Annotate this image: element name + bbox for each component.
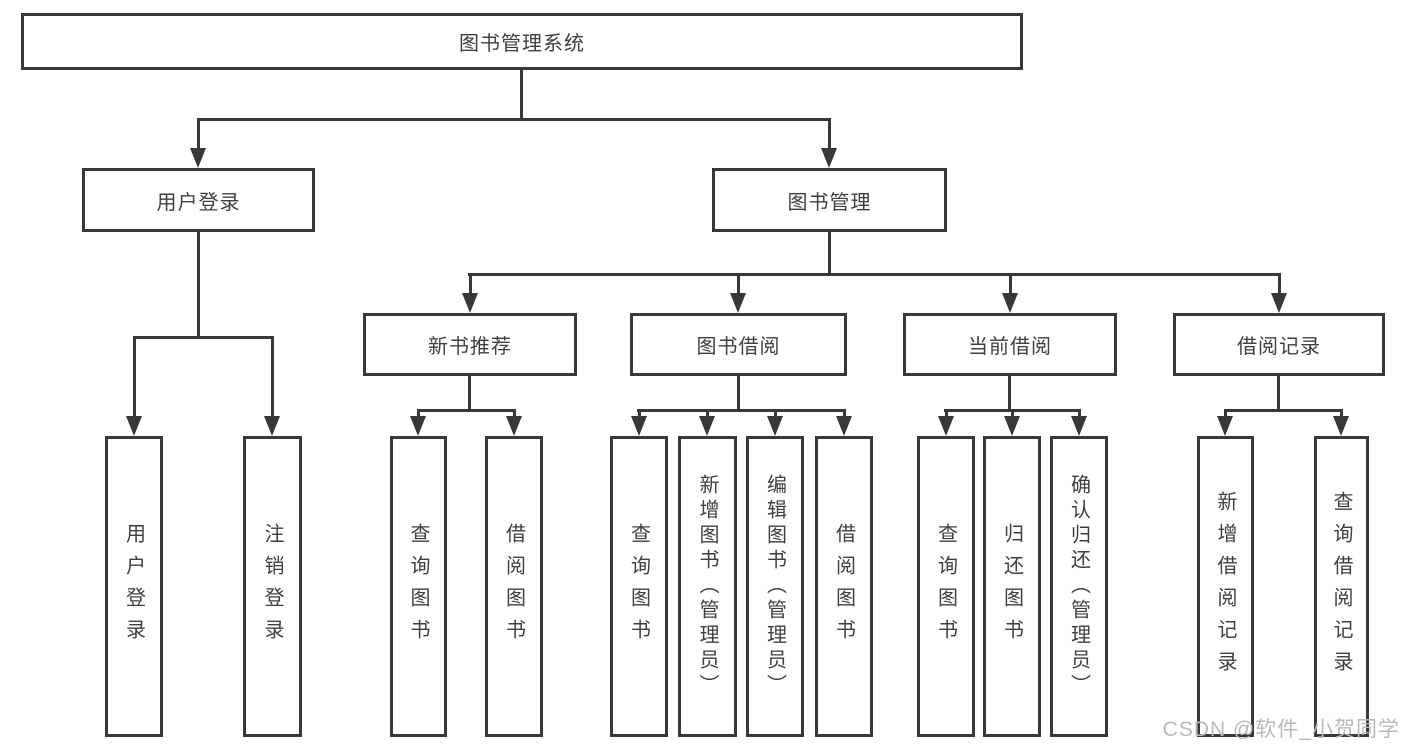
node-new-book-recommend: 新书推荐 bbox=[363, 313, 577, 376]
node-library-system: 图书管理系统 bbox=[21, 13, 1023, 70]
node-current-borrowing: 当前借阅 bbox=[903, 313, 1117, 376]
arrow-down-icon bbox=[938, 409, 954, 436]
leaf-label: 查询借阅记录 bbox=[1330, 490, 1352, 683]
node-book-management: 图书管理 bbox=[712, 168, 947, 232]
connector-line bbox=[468, 273, 1281, 276]
arrow-down-icon bbox=[190, 118, 206, 168]
leaf-label: 查询图书 bbox=[407, 522, 429, 651]
connector-line bbox=[133, 336, 274, 339]
arrow-down-icon bbox=[410, 409, 426, 436]
arrow-down-icon bbox=[264, 336, 280, 436]
connector-line bbox=[1277, 376, 1280, 412]
leaf-label: 新增图书（管理员） bbox=[696, 474, 718, 699]
arrow-down-icon bbox=[1217, 409, 1233, 436]
node-book-borrowing: 图书借阅 bbox=[630, 313, 847, 376]
leaf-query-books: 查询图书 bbox=[610, 436, 668, 737]
leaf-label: 确认归还（管理员） bbox=[1067, 474, 1090, 699]
arrow-down-icon bbox=[1333, 409, 1349, 436]
leaf-query-borrow-record: 查询借阅记录 bbox=[1314, 436, 1369, 737]
arrow-down-icon bbox=[836, 409, 852, 436]
arrow-down-icon bbox=[730, 273, 746, 313]
leaf-logout: 注销登录 bbox=[243, 436, 302, 737]
arrow-down-icon bbox=[767, 409, 783, 436]
arrow-down-icon bbox=[126, 336, 142, 436]
arrow-down-icon bbox=[1071, 409, 1087, 436]
connector-line bbox=[1008, 376, 1011, 412]
node-borrowing-records: 借阅记录 bbox=[1173, 313, 1385, 376]
leaf-label: 新增借阅记录 bbox=[1214, 490, 1236, 683]
connector-line bbox=[468, 376, 471, 412]
arrow-down-icon bbox=[1271, 273, 1287, 313]
leaf-query-books: 查询图书 bbox=[917, 436, 975, 737]
arrow-down-icon bbox=[1004, 409, 1020, 436]
arrow-down-icon bbox=[462, 273, 478, 313]
node-user-login: 用户登录 bbox=[82, 168, 315, 232]
leaf-borrow-books: 借阅图书 bbox=[485, 436, 543, 737]
leaf-user-login: 用户登录 bbox=[105, 436, 163, 737]
arrow-down-icon bbox=[631, 409, 647, 436]
connector-line bbox=[828, 232, 831, 276]
arrow-down-icon bbox=[821, 118, 837, 168]
connector-line bbox=[520, 70, 523, 118]
leaf-label: 借阅图书 bbox=[832, 522, 855, 651]
leaf-label: 用户登录 bbox=[122, 522, 145, 651]
connector-line bbox=[417, 409, 516, 412]
csdn-watermark: CSDN @软件_小贺同学 bbox=[1162, 718, 1400, 741]
arrow-down-icon bbox=[1002, 273, 1018, 313]
leaf-label: 查询图书 bbox=[627, 522, 650, 651]
arrow-down-icon bbox=[506, 409, 522, 436]
leaf-label: 编辑图书（管理员） bbox=[763, 474, 786, 699]
leaf-return-books: 归还图书 bbox=[983, 436, 1041, 737]
connector-line bbox=[1224, 409, 1343, 412]
connector-line bbox=[737, 376, 740, 412]
leaf-add-borrow-record: 新增借阅记录 bbox=[1197, 436, 1254, 737]
leaf-label: 归还图书 bbox=[1000, 522, 1023, 651]
leaf-label: 注销登录 bbox=[261, 522, 283, 651]
connector-line bbox=[197, 118, 831, 121]
leaf-add-books-admin: 新增图书（管理员） bbox=[678, 436, 737, 737]
connector-line bbox=[637, 409, 846, 412]
arrow-down-icon bbox=[699, 409, 715, 436]
leaf-edit-books-admin: 编辑图书（管理员） bbox=[746, 436, 804, 737]
leaf-label: 借阅图书 bbox=[502, 522, 525, 651]
leaf-query-books: 查询图书 bbox=[390, 436, 447, 737]
leaf-label: 查询图书 bbox=[934, 522, 957, 651]
leaf-borrow-books: 借阅图书 bbox=[815, 436, 873, 737]
leaf-confirm-return-admin: 确认归还（管理员） bbox=[1050, 436, 1108, 737]
connector-line bbox=[197, 232, 200, 339]
